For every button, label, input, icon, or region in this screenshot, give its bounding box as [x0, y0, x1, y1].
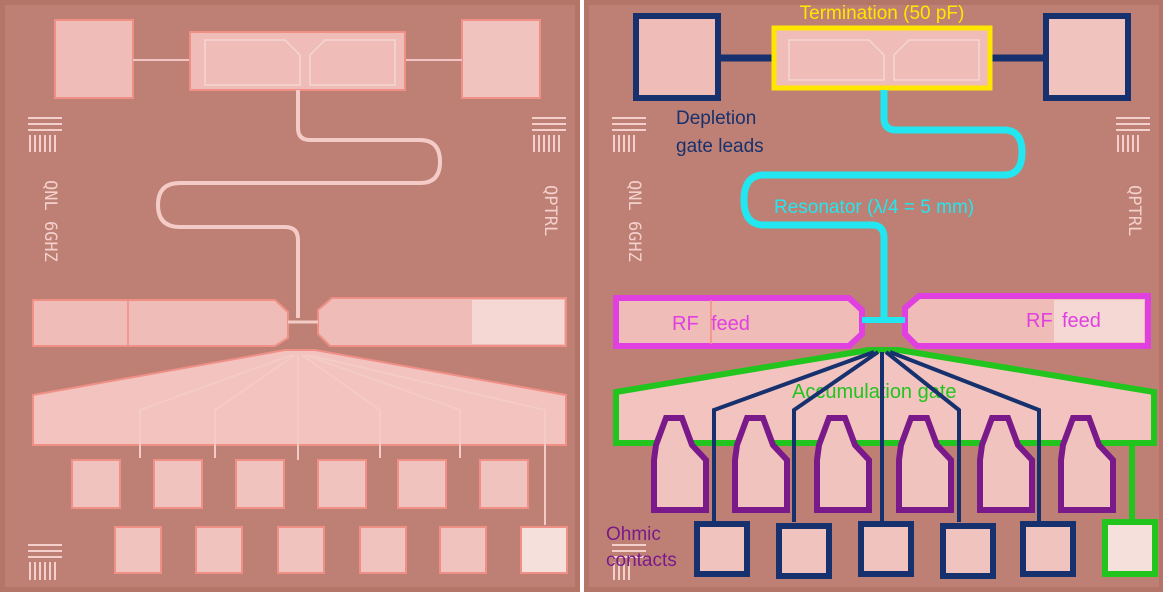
gate-pad-6: [1105, 522, 1155, 574]
ohmic-pad-5: [398, 460, 446, 508]
ohmic-pad-3: [236, 460, 284, 508]
gate-pad-2: [779, 526, 829, 576]
micrograph-right-svg: Termination (50 pF) Resonator (λ/4 = 5 m…: [584, 0, 1163, 592]
gate-pad-6: [521, 527, 567, 573]
chip-label-left: QNL 6GHZ: [40, 180, 60, 262]
ohmic-pad-6: [480, 460, 528, 508]
gate-pad-4: [360, 527, 406, 573]
gate-pad-5: [440, 527, 486, 573]
micrograph-panel-left: QNL 6GHZ QPTRL: [0, 0, 580, 592]
label-rf-feed-left-b: feed: [711, 313, 750, 335]
label-ohmic-2: contacts: [606, 550, 677, 571]
gate-pad-4: [943, 526, 993, 576]
ohmic-pad-1: [72, 460, 120, 508]
top-right-pad: [462, 20, 540, 98]
ohmic-pad-2: [154, 460, 202, 508]
label-termination: Termination (50 pF): [800, 3, 965, 24]
rf-feed-right-pad: [472, 300, 564, 344]
chip-label-right: QPTRL: [1124, 185, 1144, 236]
chip-label-left: QNL 6GHZ: [624, 180, 644, 262]
gate-pad-2: [196, 527, 242, 573]
depletion-pad-top-left: [636, 16, 718, 98]
label-depletion-2: gate leads: [676, 136, 764, 157]
label-ohmic-1: Ohmic: [606, 524, 661, 545]
label-rf-feed-right-a: RF: [1026, 310, 1053, 332]
termination-capacitor: [774, 28, 990, 88]
top-left-pad: [55, 20, 133, 98]
gate-pad-3: [278, 527, 324, 573]
gate-pad-3: [861, 524, 911, 574]
label-resonator: Resonator (λ/4 = 5 mm): [774, 197, 974, 218]
micrograph-panel-right: Termination (50 pF) Resonator (λ/4 = 5 m…: [584, 0, 1163, 592]
chip-label-right: QPTRL: [540, 185, 560, 236]
rf-feed-left: [33, 300, 288, 346]
micrograph-left-svg: QNL 6GHZ QPTRL: [0, 0, 580, 592]
gate-pad-5: [1023, 524, 1073, 574]
gate-pad-1: [697, 524, 747, 574]
depletion-pad-top-right: [1046, 16, 1128, 98]
ohmic-pad-4: [318, 460, 366, 508]
label-rf-feed-left-a: RF: [672, 313, 699, 335]
label-rf-feed-right-b: feed: [1062, 310, 1101, 332]
label-depletion-1: Depletion: [676, 108, 756, 129]
gate-pad-1: [115, 527, 161, 573]
